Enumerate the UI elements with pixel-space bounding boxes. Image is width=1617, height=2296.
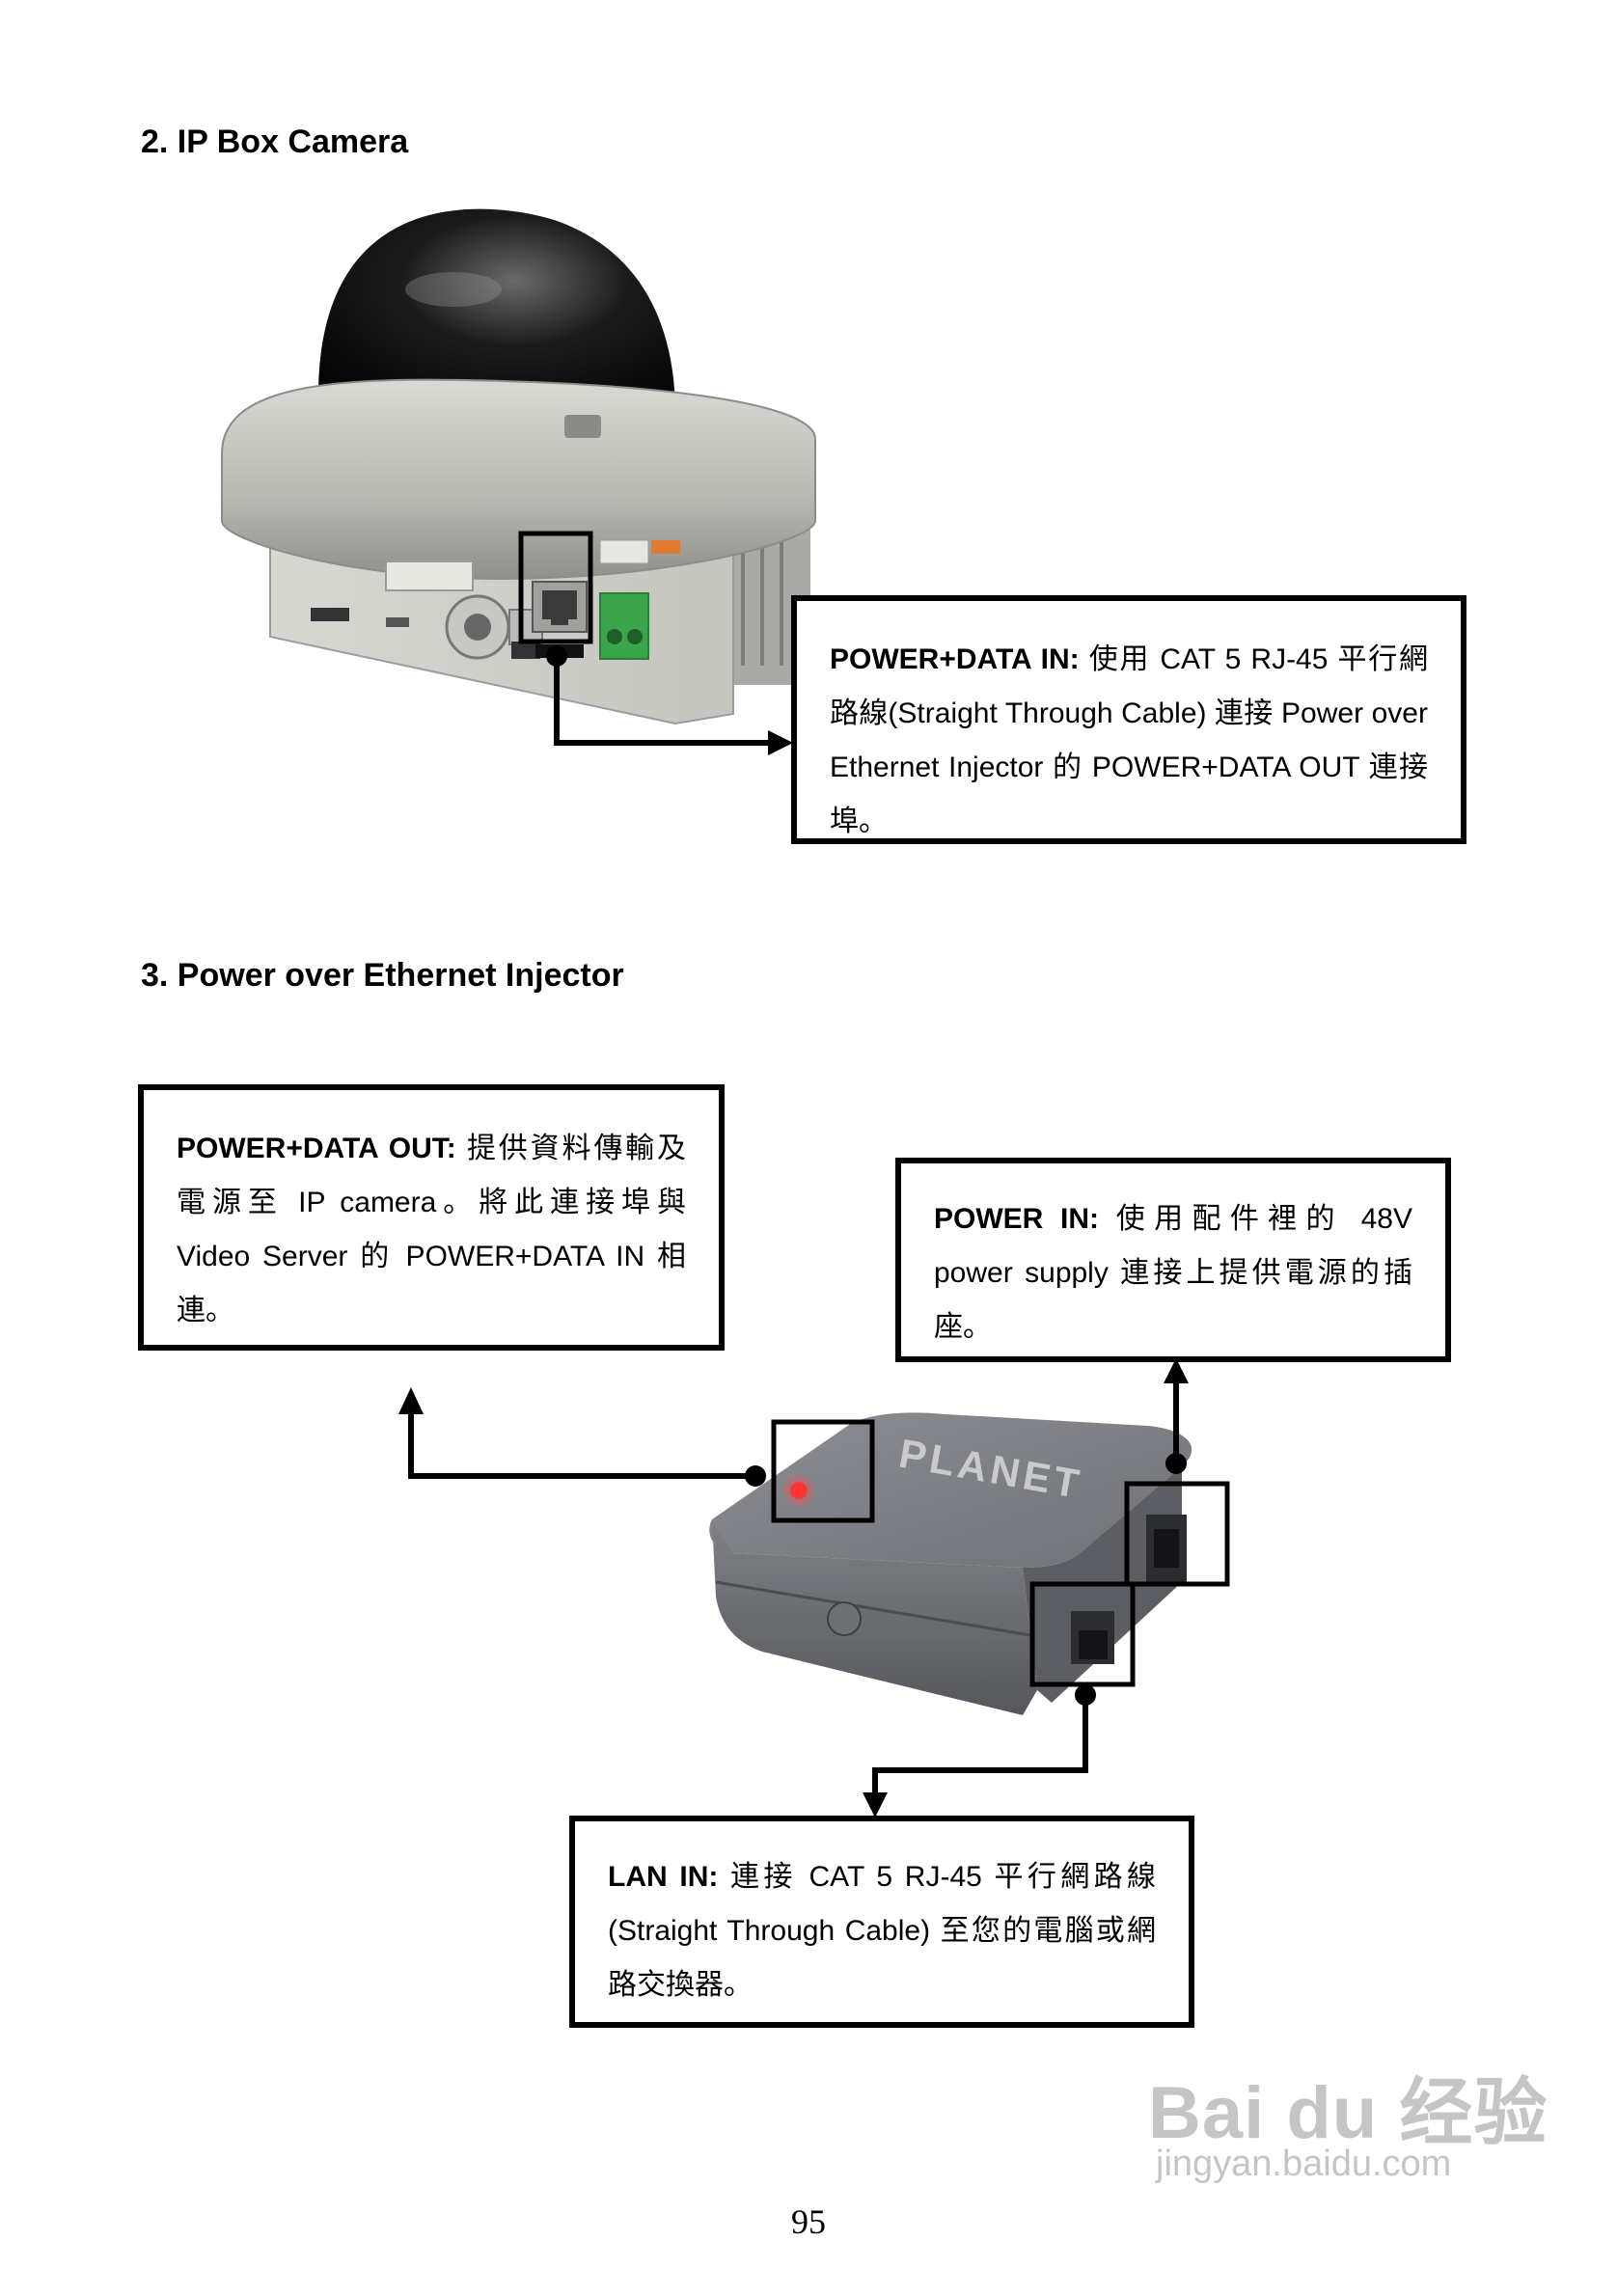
watermark-url: jingyan.baidu.com (1156, 2144, 1452, 2184)
section-heading-poe-injector: 3. Power over Ethernet Injector (141, 957, 624, 994)
camera-port-highlight (518, 531, 593, 644)
injector-led (790, 1482, 808, 1499)
callout-power-data-out-label: POWER+DATA OUT: (177, 1133, 456, 1164)
callout-power-data-in: POWER+DATA IN: 使用 CAT 5 RJ-45 平行網路線(Stra… (791, 595, 1466, 844)
power-in-arrow (1164, 1358, 1189, 1474)
callout-lan-in-label: LAN IN: (608, 1861, 719, 1893)
callout-power-in-text: 使用配件裡的 48V power supply 連接上提供電源的插座。 (934, 1203, 1412, 1343)
injector-top (709, 1412, 1192, 1568)
callout-lan-in-text: 連接 CAT 5 RJ-45 平行網路線 (Straight Through C… (608, 1861, 1156, 2001)
page-number: 95 (791, 2202, 826, 2241)
camera-arrow (546, 645, 793, 755)
camera-ring (221, 378, 816, 581)
callout-power-in-label: POWER IN: (934, 1203, 1100, 1235)
callout-power-data-out-text: 提供資料傳輸及電源至 IP camera。將此連接埠與 Video Server… (177, 1133, 686, 1326)
callout-power-in: POWER IN: 使用配件裡的 48V power supply 連接上提供電… (895, 1158, 1451, 1362)
callout-power-data-out: POWER+DATA OUT: 提供資料傳輸及電源至 IP camera。將此連… (138, 1084, 725, 1351)
callout-power-data-in-text: 使用 CAT 5 RJ-45 平行網路線(Straight Through Ca… (830, 643, 1428, 837)
camera-dome (318, 208, 675, 415)
data-out-arrow (398, 1387, 766, 1487)
poe-injector-photo: PLANET (709, 1412, 1192, 1715)
injector-front (712, 1519, 1037, 1715)
ip-camera-photo (221, 208, 816, 725)
camera-connectors (311, 539, 680, 660)
camera-power-terminal (599, 592, 649, 660)
callout-lan-in: LAN IN: 連接 CAT 5 RJ-45 平行網路線 (Straight T… (569, 1816, 1194, 2028)
injector-led-highlight (771, 1419, 875, 1523)
injector-lan-port-highlight (1029, 1581, 1136, 1687)
injector-power-port-highlight (1124, 1481, 1230, 1587)
section-heading-ip-box-camera: 2. IP Box Camera (141, 123, 409, 160)
lan-in-arrow (863, 1684, 1096, 1818)
watermark-logo: Bai du 经验 (1148, 2072, 1548, 2154)
callout-power-data-in-label: POWER+DATA IN: (830, 643, 1080, 675)
